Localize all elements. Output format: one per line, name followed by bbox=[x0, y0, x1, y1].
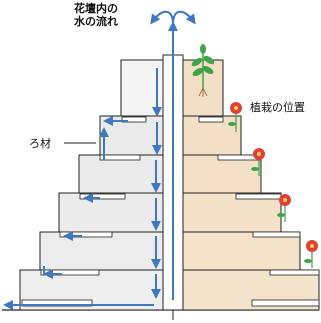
tier-right-3 bbox=[182, 154, 262, 194]
water-flow-label-line1: 花壇内の bbox=[74, 2, 118, 15]
planting-position-label: 植栽の位置 bbox=[250, 101, 305, 114]
water-flow-arrows bbox=[3, 10, 196, 310]
tier-right-5 bbox=[182, 231, 301, 271]
tier-left-5 bbox=[39, 231, 164, 271]
water-flow-label-line2: 水の流れ bbox=[74, 15, 118, 28]
tier-left-3 bbox=[78, 154, 164, 194]
flower-icon bbox=[228, 102, 242, 132]
filter-media-label: ろ材 bbox=[29, 137, 51, 150]
left-filter-tiers bbox=[19, 59, 164, 311]
flower-icon bbox=[251, 148, 265, 176]
right-soil-tiers bbox=[182, 59, 320, 311]
flower-icon bbox=[277, 194, 291, 222]
water-flow-label: 花壇内の 水の流れ bbox=[56, 2, 136, 28]
tier-left-4 bbox=[58, 192, 164, 233]
sprout-icon bbox=[191, 44, 215, 97]
flower-icon bbox=[304, 240, 318, 268]
